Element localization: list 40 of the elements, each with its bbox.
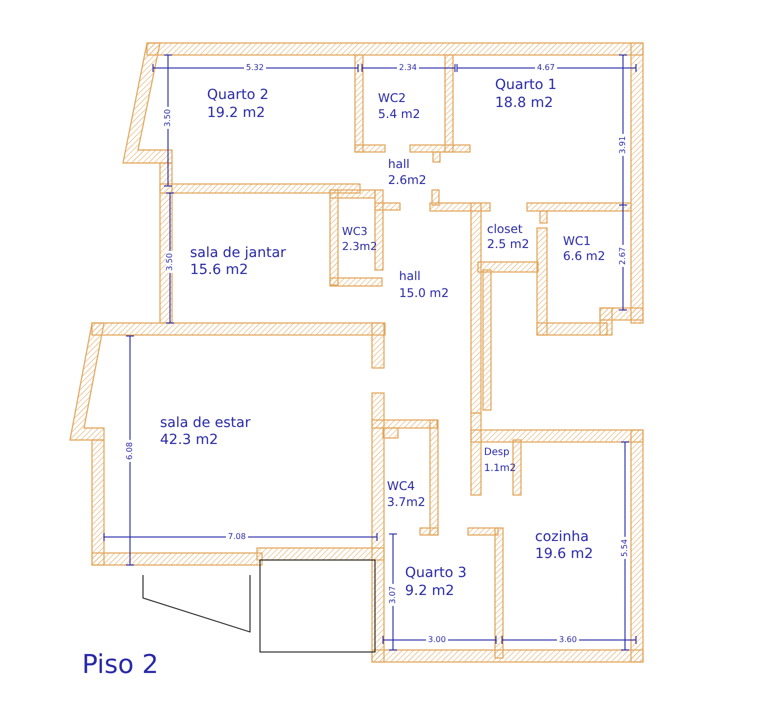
plan-title: Piso 2 [82,652,159,678]
room-area: 15.0 m2 [399,287,449,299]
room-name: hall [399,270,421,282]
dimension-value: 4.67 [535,64,557,72]
room-area: 42.3 m2 [160,433,218,447]
room-area: 18.8 m2 [495,96,554,110]
dimension-value: 5.32 [244,64,266,72]
room-area: 19.2 m2 [207,106,266,120]
room-name: Quarto 2 [207,88,269,102]
room-area: 2.6m2 [388,174,426,186]
dimension-value: 3.60 [557,636,579,644]
room-name: Desp [484,448,510,458]
room-name: WC1 [563,235,591,247]
room-area: 6.6 m2 [563,250,606,262]
dimension-value: 6.08 [126,440,134,462]
room-name: sala de jantar [190,246,286,260]
room-area: 15.6 m2 [190,263,248,277]
dimension-value: 3.91 [618,134,627,156]
dimension-value: 3.50 [166,251,174,273]
dimension-value: 5.54 [620,537,629,559]
dimension-value: 3.50 [164,107,172,129]
room-area: 2.5 m2 [487,238,530,250]
room-name: WC4 [387,480,415,492]
room-name: Quarto 3 [405,566,467,580]
room-name: WC2 [378,92,406,104]
room-area: 9.2 m2 [405,584,454,598]
room-name: Quarto 1 [495,78,557,92]
dimension-value: 3.07 [388,584,397,606]
room-name: hall [388,158,410,170]
room-name: sala de estar [160,416,250,430]
dimension-value: 2.34 [397,64,419,72]
room-area: 19.6 m2 [535,547,594,561]
room-area: 5.4 m2 [378,108,420,120]
dimension-value: 2.67 [618,245,627,267]
room-name: closet [487,223,523,235]
dimension-value: 7.08 [226,533,248,541]
room-name: WC3 [342,226,368,237]
room-name: cozinha [535,530,589,544]
room-area: 3.7m2 [387,496,426,508]
dimension-value: 3.00 [426,636,448,644]
